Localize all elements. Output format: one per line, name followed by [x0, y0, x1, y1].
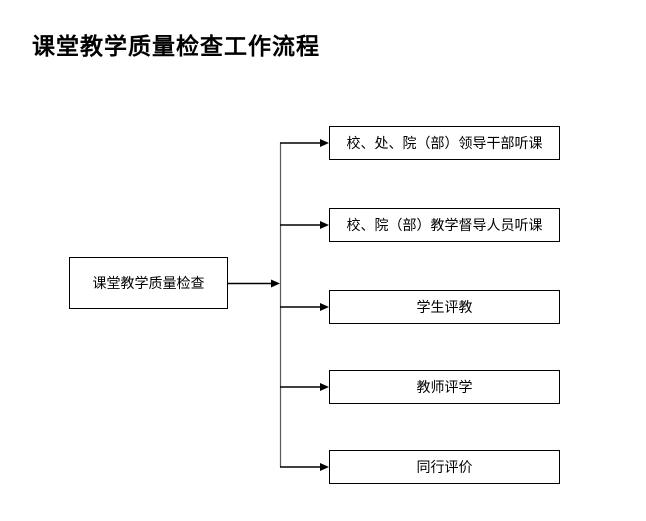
flow-node-root: 课堂教学质量检查: [69, 257, 228, 309]
flow-node-label: 校、处、院（部）领导干部听课: [346, 135, 543, 151]
flow-node-label: 同行评价: [416, 459, 473, 475]
arrowhead-branch-1: [320, 139, 329, 147]
flow-node-label: 学生评教: [416, 299, 473, 315]
flow-node-label: 校、院（部）教学督导人员听课: [346, 217, 543, 233]
flow-node-teacher-evaluation: 教师评学: [329, 370, 560, 404]
arrowhead-branch-3: [320, 303, 329, 311]
arrowhead-branch-2: [320, 221, 329, 229]
page-title: 课堂教学质量检查工作流程: [32, 33, 320, 59]
arrowhead-branch-5: [320, 463, 329, 471]
flow-node-root-label: 课堂教学质量检查: [92, 275, 205, 291]
flow-node-student-evaluation: 学生评教: [329, 290, 560, 324]
arrowhead-root-to-trunk: [271, 279, 280, 288]
flow-node-supervisor-listening: 校、院（部）教学督导人员听课: [329, 208, 560, 242]
arrowhead-branch-4: [320, 383, 329, 391]
flow-node-label: 教师评学: [416, 379, 473, 395]
flow-node-leader-listening: 校、处、院（部）领导干部听课: [329, 126, 560, 160]
flow-node-peer-evaluation: 同行评价: [329, 450, 560, 484]
